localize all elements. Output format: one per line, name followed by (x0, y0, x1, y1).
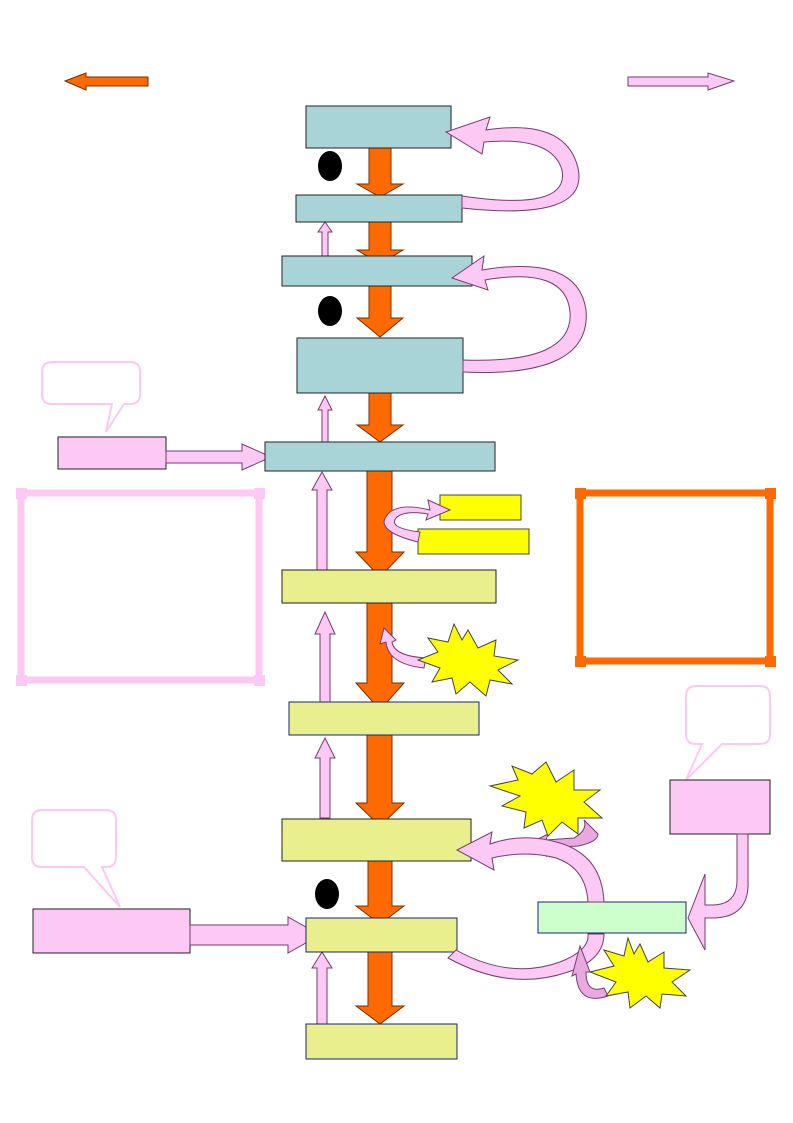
yellow-burst-icon (488, 761, 604, 837)
speech-bubble-right (685, 685, 771, 781)
black-dot-icon (318, 296, 342, 326)
pink-curved-arrow-icon (444, 116, 580, 212)
step-box-7 (288, 701, 480, 736)
pink-curved-arrow-icon (383, 499, 452, 543)
step-box-9 (305, 917, 458, 953)
pink-right-arrow-icon (627, 72, 736, 91)
pink-curved-arrow-icon (447, 933, 605, 980)
feedback-arrows (311, 221, 336, 1025)
step-box-4 (296, 337, 464, 394)
step-box-6 (281, 569, 497, 604)
main-flow-arrows (354, 147, 406, 1025)
pink-right-arrow-icon (165, 443, 273, 471)
step-box-5 (264, 441, 496, 472)
yellow-burst-icon (416, 622, 520, 697)
yellow-label-box-1 (439, 494, 522, 521)
speech-bubble-top-left (41, 361, 141, 433)
pink-curved-arrow-icon (379, 627, 427, 669)
step-box-2 (295, 194, 463, 223)
black-dot-icon (315, 879, 339, 909)
step-box-3 (281, 255, 473, 287)
orange-left-arrow-icon (63, 72, 149, 91)
pink-curved-arrow-icon (687, 833, 749, 951)
green-box (537, 901, 687, 934)
input-box-lower-left (32, 908, 191, 954)
yellow-burst-icon (588, 936, 692, 1009)
speech-bubble-bottom-left (31, 809, 121, 908)
pink-right-arrow-icon (189, 916, 322, 954)
black-dot-icon (318, 151, 342, 181)
pink-curved-arrow-icon (455, 831, 605, 903)
step-box-1 (305, 105, 452, 149)
step-box-8 (281, 818, 472, 862)
step-box-10 (305, 1023, 458, 1060)
input-box-upper-left (57, 436, 167, 470)
pink-frame (16, 488, 265, 686)
pink-curved-arrow-icon (571, 944, 609, 999)
orange-frame (575, 488, 776, 667)
pink-curved-arrow-icon (450, 254, 587, 373)
yellow-label-box-2 (417, 528, 530, 555)
input-box-right (669, 779, 771, 835)
